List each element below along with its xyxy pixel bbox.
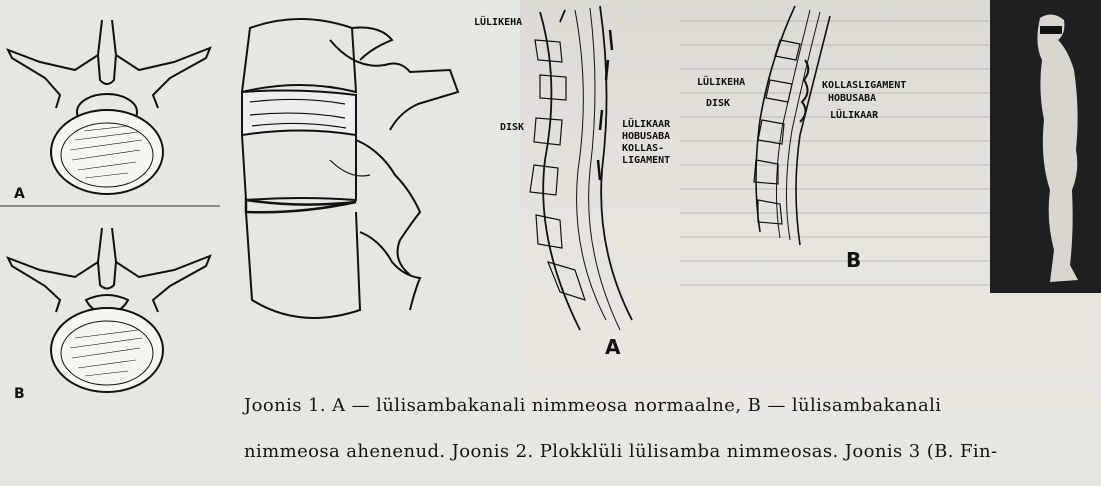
spine-b-drawing bbox=[754, 6, 830, 245]
spine-a-label-vertebral-body: LÜLIKEHA bbox=[474, 17, 522, 28]
spine-a-drawing bbox=[530, 6, 632, 330]
figure1-label-a: A bbox=[14, 186, 25, 202]
spine-b-label-arch: LÜLIKAAR bbox=[830, 110, 878, 121]
spine-b-panel-label: B bbox=[846, 248, 861, 272]
person-photo-silhouette bbox=[990, 0, 1101, 293]
spine-a-label-disc: DISK bbox=[500, 122, 524, 133]
document-page: A B LÜLIKEHA LÜLIKAAR HOBUSABA KOLLAS- L… bbox=[0, 0, 1101, 409]
spine-a-label-arch: LÜLIKAAR bbox=[622, 119, 670, 130]
spine-b-label-disc: DISK bbox=[706, 98, 730, 109]
figure1-label-b: B bbox=[14, 386, 25, 402]
spine-a-label-ligament-2: LIGAMENT bbox=[622, 155, 670, 166]
spine-a-panel-label: A bbox=[605, 335, 620, 359]
spine-b-label-vertebral-body: LÜLIKEHA bbox=[697, 77, 745, 88]
spine-a-label-cauda: HOBUSABA bbox=[622, 131, 670, 142]
caption-line-1: Joonis 1. A — lülisambakanali nimmeosa n… bbox=[244, 394, 1099, 417]
spine-b-label-ligament: KOLLASLIGAMENT bbox=[822, 80, 906, 91]
spine-b-label-cauda: HOBUSABA bbox=[828, 93, 876, 104]
block-vertebra-drawing bbox=[242, 19, 458, 318]
vertebra-b-drawing bbox=[8, 228, 210, 392]
spine-a-label-ligament-1: KOLLAS- bbox=[622, 143, 664, 154]
caption-line-2: nimmeosa ahenenud. Joonis 2. Plokklüli l… bbox=[244, 440, 1099, 463]
figure-illustrations bbox=[0, 0, 1101, 409]
figure-caption: Joonis 1. A — lülisambakanali nimmeosa n… bbox=[244, 371, 1099, 486]
vertebra-a-drawing bbox=[8, 20, 210, 194]
